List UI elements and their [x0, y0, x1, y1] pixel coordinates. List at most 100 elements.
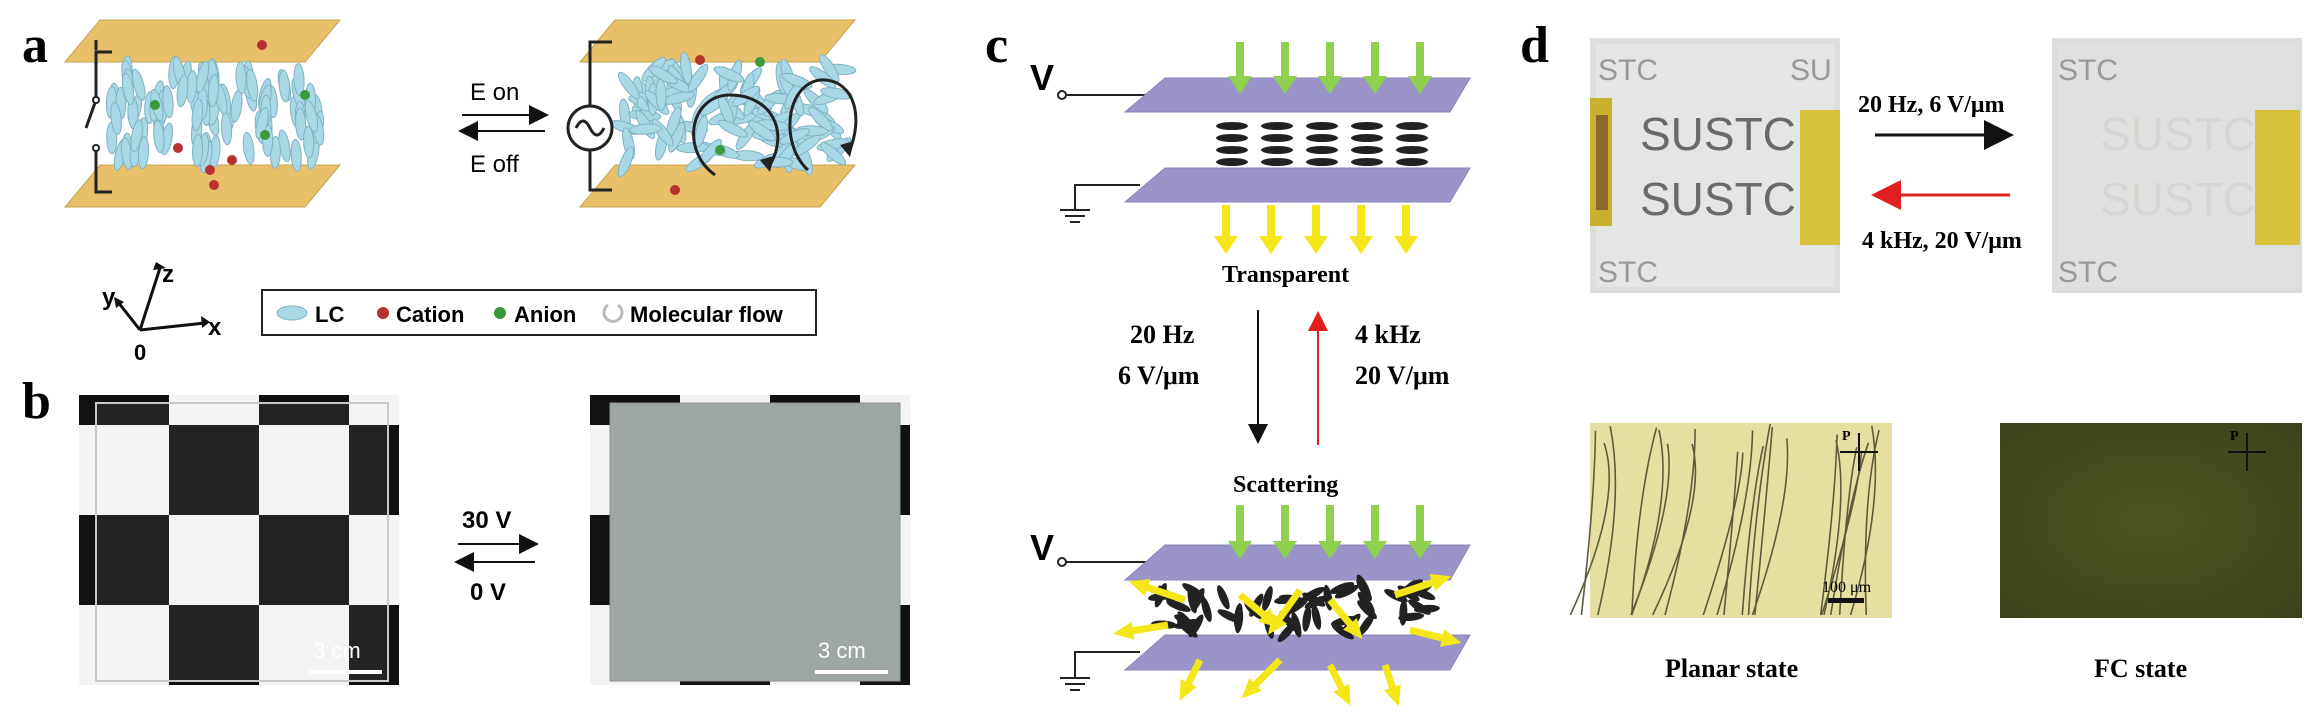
up-field-label: 20 V/μm [1355, 361, 1450, 390]
lc-molecule [1216, 146, 1248, 154]
lc-molecule [694, 115, 708, 148]
lc-molecule [235, 61, 247, 95]
disclination-line [1754, 427, 1774, 616]
lc-molecule [192, 133, 204, 167]
lc-molecules-random [609, 51, 857, 178]
lc-molecule [1216, 122, 1248, 130]
scale-left: 3 cm [313, 638, 361, 663]
light-out-arrow-head [1259, 236, 1283, 254]
lc-molecule [137, 136, 150, 170]
flow-loop-left [692, 93, 780, 177]
lc-molecule [820, 142, 847, 166]
disclination-line [1829, 442, 1870, 616]
lc-molecule [1191, 587, 1205, 612]
disclination-line [1741, 445, 1765, 616]
lc-molecule [1261, 158, 1293, 166]
cation-legend-icon [377, 307, 389, 319]
panel-label-c: c [985, 17, 1008, 74]
scattered-light-arrow-head [1440, 629, 1462, 647]
lc-molecule [808, 106, 834, 132]
disclination-line [1864, 429, 1880, 616]
backward-label: 4 kHz, 20 V/μm [1862, 228, 2022, 254]
ions-off [150, 40, 310, 190]
lc-molecule [1334, 584, 1359, 599]
voltage-switch: 30 V 0 V [454, 507, 539, 606]
lc-molecule [1301, 586, 1325, 602]
light-in-arrow-head [1318, 541, 1342, 559]
light-out-arrow-head [1304, 236, 1328, 254]
lc-molecule [1302, 605, 1312, 632]
state-switch-c: 20 Hz 6 V/μm 4 kHz 20 V/μm [1118, 310, 1450, 445]
panel-label-a: a [22, 17, 48, 74]
scattered-light-arrow-head [1179, 678, 1197, 701]
lc-molecule [1396, 134, 1428, 142]
lc-molecule [207, 74, 219, 108]
lc-molecule [713, 66, 745, 83]
scattering-label: Scattering [1233, 472, 1338, 498]
lc-molecule [1261, 134, 1293, 142]
light-out-arrow-head [1214, 236, 1238, 254]
scattered-light-arrow-head [1383, 684, 1401, 707]
lc-molecule [1306, 134, 1338, 142]
disclination-line [1823, 439, 1842, 616]
lc-molecule [820, 87, 853, 100]
lc-molecule [1291, 612, 1302, 638]
flow-loop-right [788, 78, 858, 172]
lc-molecule [1358, 613, 1375, 636]
lc-molecule [153, 120, 165, 154]
lc-molecule [195, 60, 210, 93]
lc-molecule [278, 69, 290, 103]
state-switch-d: 20 Hz, 6 V/μm 4 kHz, 20 V/μm [1858, 92, 2022, 254]
micrograph-planar: P 100 μm [1569, 423, 1892, 618]
cell-transparent: V Transparent [1030, 42, 1471, 288]
lc-molecule [131, 68, 146, 101]
scattered-light-arrow-head [1343, 618, 1363, 640]
voltage-off-label: 0 V [470, 579, 506, 606]
lc-molecule [1396, 122, 1428, 130]
e-on-label: E on [470, 79, 519, 106]
lc-molecule [295, 107, 307, 141]
lc-molecules-vertical [105, 55, 325, 174]
light-in-arrow-head [1273, 76, 1297, 94]
forward-label: 20 Hz, 6 V/μm [1858, 92, 2004, 118]
lc-molecule [1398, 612, 1425, 622]
lc-molecule [255, 106, 269, 140]
lc-molecule [1396, 146, 1428, 154]
lc-molecule [1306, 158, 1338, 166]
disclination-line [1664, 428, 1696, 616]
axes-icon: z x y 0 [102, 261, 222, 365]
e-off-label: E off [470, 151, 519, 178]
voltage-on-label: 30 V [462, 507, 511, 534]
lc-molecule [1306, 146, 1338, 154]
disclination-line [1597, 425, 1617, 616]
photo-fc-cell: STC STC SUSTC SUSTC [2052, 38, 2302, 293]
panel-label-b: b [22, 373, 51, 430]
voltage-top-label: V [1030, 57, 1054, 98]
disclination-line [1838, 447, 1858, 616]
lc-molecule [617, 146, 634, 178]
lc-molecule [717, 119, 748, 138]
lc-molecule [1217, 609, 1242, 623]
lc-molecule [1261, 146, 1293, 154]
light-in-arrow-head [1408, 76, 1432, 94]
lc-molecule [1262, 586, 1273, 612]
lc-molecule [304, 100, 319, 133]
lc-molecule [290, 138, 302, 172]
lc-molecule [617, 71, 640, 100]
axis-origin-label: 0 [134, 340, 146, 365]
disclination-line [1631, 427, 1658, 616]
lc-molecule [191, 98, 204, 132]
light-in-arrow-head [1408, 541, 1432, 559]
fc-state-label: FC state [2094, 654, 2187, 683]
cell-text-2: SUSTC [1640, 173, 1796, 225]
scattered-light-arrow-head [1128, 579, 1151, 597]
light-out-arrow-head [1349, 236, 1373, 254]
light-in-arrow-head [1363, 541, 1387, 559]
lc-molecule [303, 125, 315, 159]
axis-x-label: x [208, 314, 222, 341]
lc-molecule [1351, 134, 1383, 142]
lc-molecule [1216, 158, 1248, 166]
disclination-line [1580, 430, 1597, 616]
legend-anion: Anion [514, 302, 576, 327]
